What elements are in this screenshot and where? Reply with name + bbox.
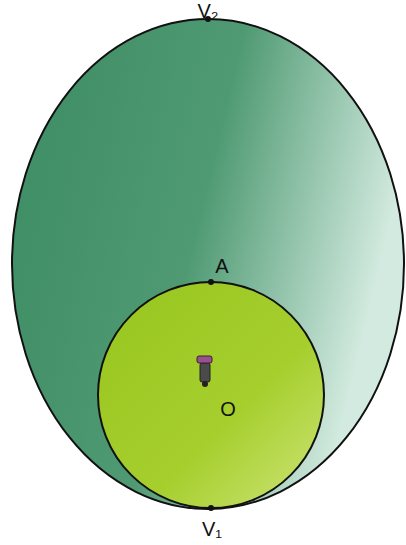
sprinkler-icon <box>197 356 212 387</box>
point-label: O <box>220 399 236 419</box>
point-label: A <box>215 256 228 276</box>
inner-region: AO <box>97 281 325 509</box>
region-outline <box>97 281 325 509</box>
point-label: V₁ <box>202 519 222 539</box>
point-label: V₂ <box>197 1 218 21</box>
outer-region: V₂AO <box>10 18 406 510</box>
inner-circle <box>98 282 324 508</box>
outer-ellipse <box>12 19 404 509</box>
